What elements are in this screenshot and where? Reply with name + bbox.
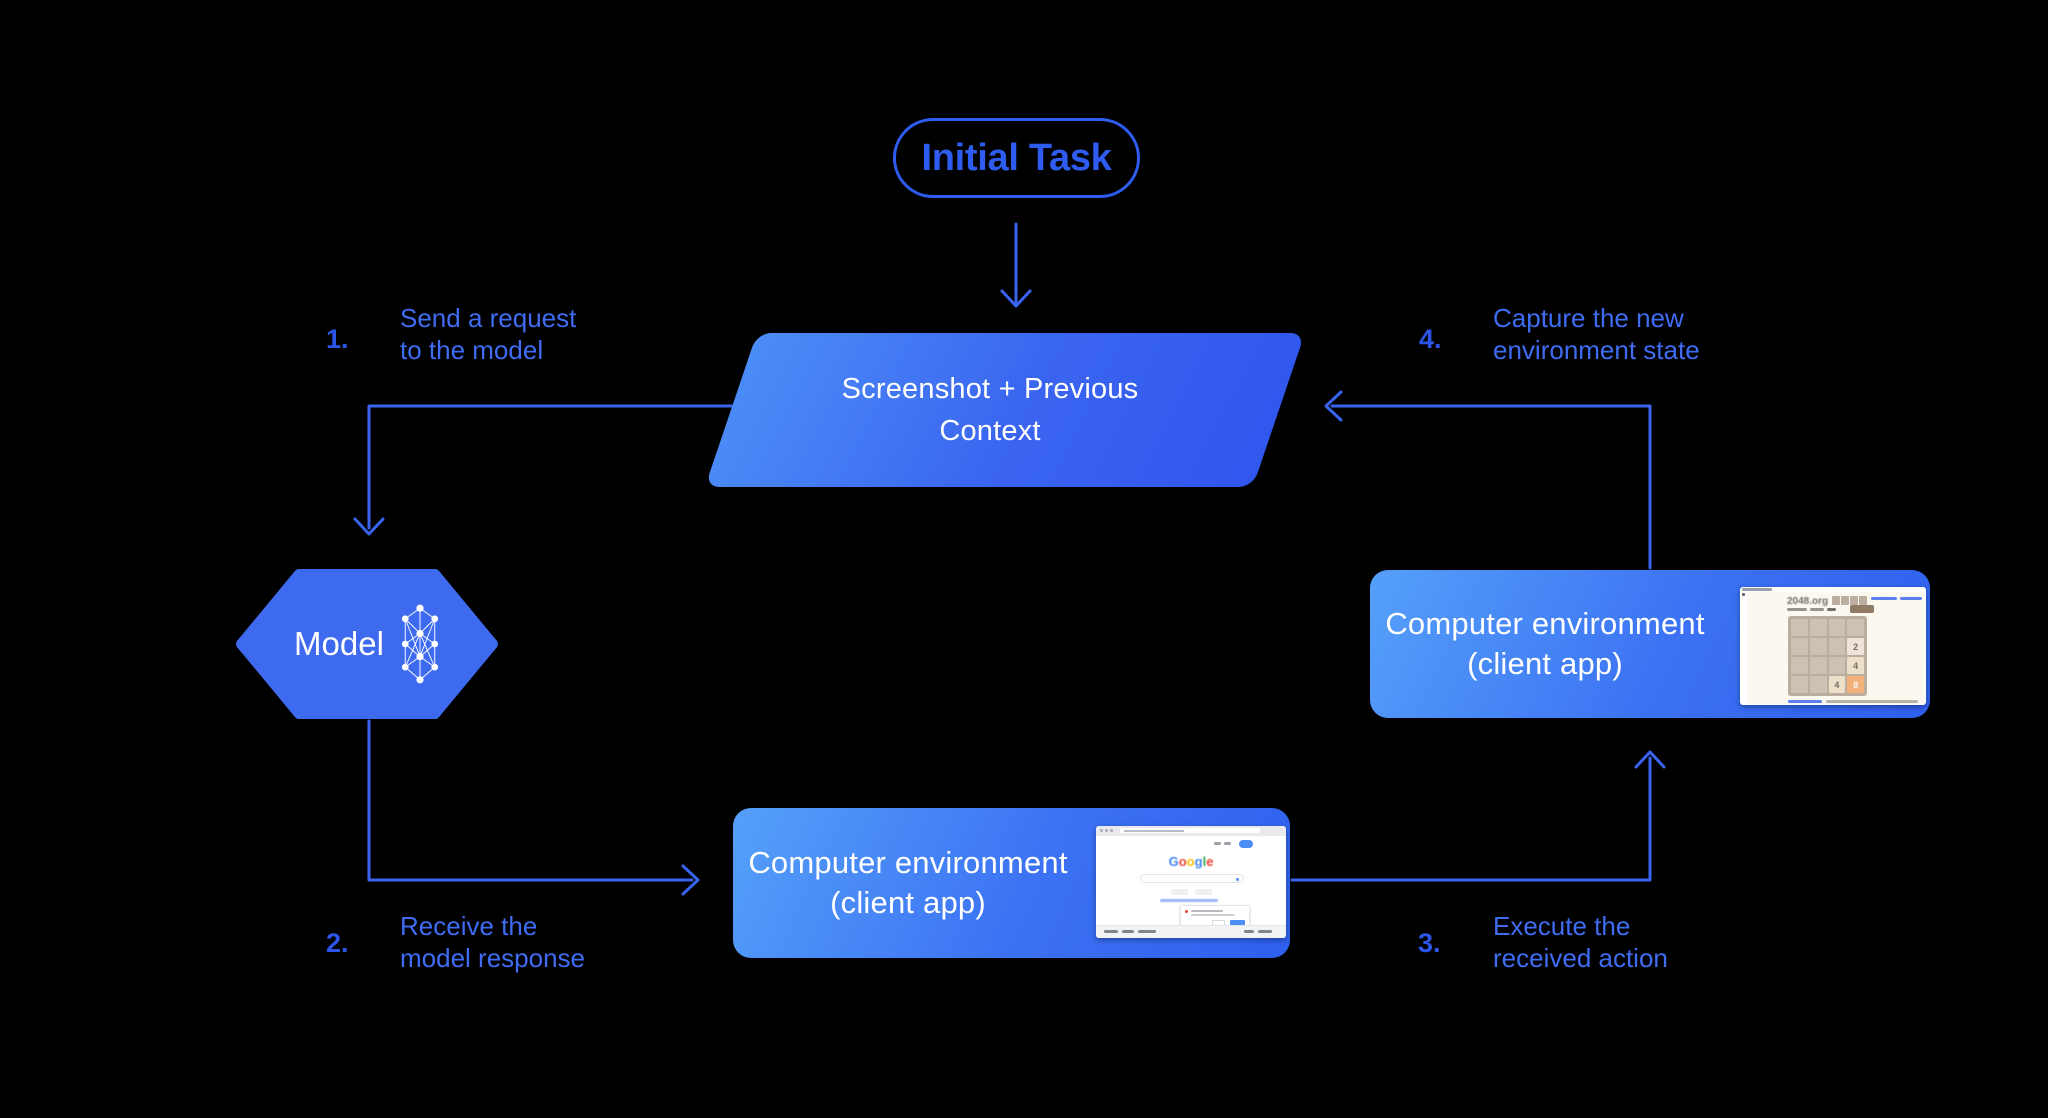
search-box (1140, 874, 1244, 883)
arrow-environment-to-screenshot (1324, 390, 1652, 570)
google-logo: Google (1168, 854, 1214, 869)
top-link-placeholder (1871, 597, 1897, 600)
browser-tab-placeholder (1742, 588, 1772, 591)
browser-chrome (1096, 826, 1286, 836)
arrow-environment-to-environment (1290, 750, 1666, 882)
score-box (1850, 596, 1858, 605)
sign-in-button (1239, 840, 1253, 848)
step-1-number: 1. (326, 324, 349, 354)
tile-2: 2 (1847, 638, 1864, 655)
arrow-task-to-screenshot (1000, 222, 1032, 308)
tagline-placeholder (1787, 608, 1807, 611)
step-4-number: 4. (1419, 324, 1442, 354)
score-box (1859, 596, 1867, 605)
2048-game-thumbnail: 2048.org 2 4 4 8 (1740, 587, 1926, 705)
screenshot-context-label: Screenshot + Previous Context (841, 373, 1139, 447)
header-link-placeholder (1214, 842, 1221, 845)
score-box (1841, 596, 1849, 605)
tagline-placeholder (1810, 608, 1824, 611)
step-2-number: 2. (326, 928, 349, 958)
page-footer (1096, 925, 1286, 938)
header-link-placeholder (1224, 842, 1231, 845)
model-node: Model (236, 569, 498, 719)
2048-page: 2048.org 2 4 4 8 (1747, 592, 1925, 704)
mic-icon (1236, 877, 1239, 881)
step-4-label: Capture the new environment state (1493, 303, 1700, 365)
2048-grid: 2 4 4 8 (1788, 616, 1867, 696)
computer-environment-label-bottom: Computer environment (client app) (748, 845, 1068, 920)
tile-4: 4 (1847, 657, 1864, 674)
arrow-screenshot-to-model (353, 404, 735, 536)
tile-8: 8 (1847, 676, 1864, 693)
initial-task-node: Initial Task (893, 118, 1140, 198)
tagline-placeholder (1827, 608, 1836, 611)
offered-language-link (1160, 899, 1218, 902)
new-game-button (1850, 605, 1874, 613)
arrow-model-to-environment (367, 719, 700, 896)
initial-task-label: Initial Task (921, 136, 1112, 179)
step-2-label: Receive the model response (400, 911, 585, 973)
step-3-number: 3. (1418, 928, 1441, 958)
browser-icon-placeholder (1742, 593, 1745, 596)
neural-network-icon (401, 604, 439, 684)
address-bar (1120, 828, 1260, 833)
google-search-button (1171, 889, 1188, 895)
footer-text-placeholder (1826, 700, 1918, 703)
site-title: 2048.org (1787, 596, 1829, 607)
model-label: Model (294, 625, 384, 662)
hexagon-shape (236, 569, 498, 719)
step-3-label: Execute the received action (1493, 911, 1668, 973)
computer-environment-label-right: Computer environment (client app) (1385, 606, 1705, 681)
google-page-thumbnail: Google (1096, 826, 1286, 938)
dialog-confirm-button (1230, 920, 1245, 926)
feeling-lucky-button (1195, 889, 1212, 895)
footer-link-placeholder (1788, 700, 1822, 703)
tile-4: 4 (1828, 676, 1846, 693)
score-box (1832, 596, 1840, 605)
top-link-placeholder (1900, 597, 1922, 600)
step-1-label: Send a request to the model (400, 303, 577, 365)
